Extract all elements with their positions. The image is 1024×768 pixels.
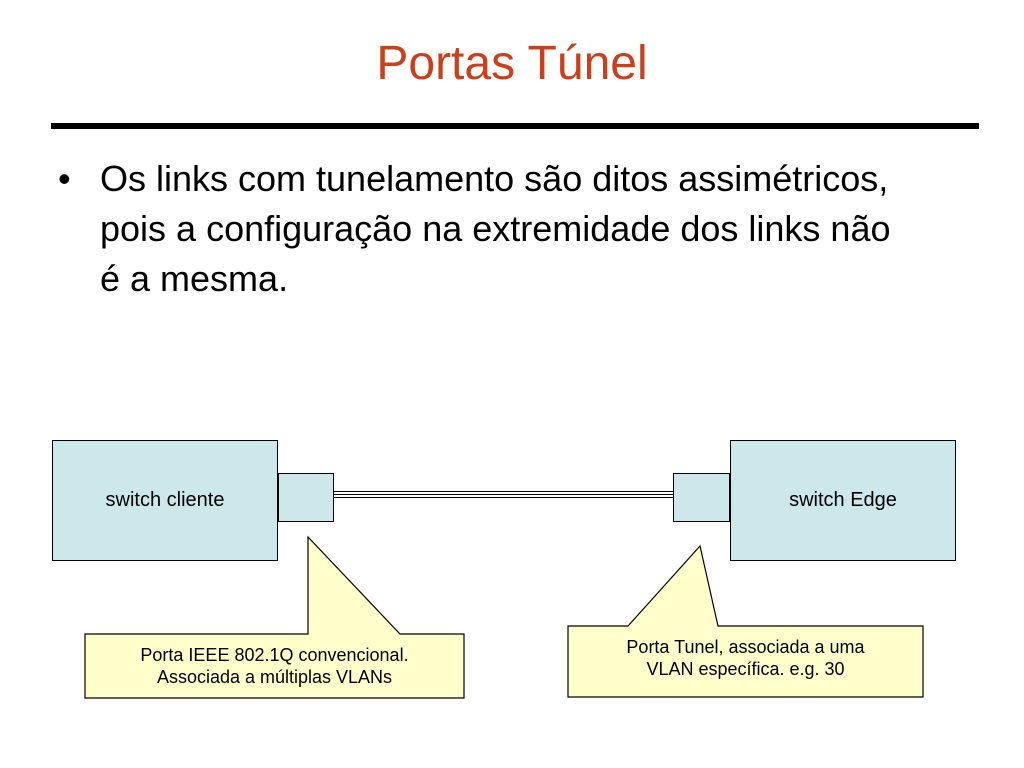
bullet-marker: • — [58, 158, 71, 199]
right-callout-line2: VLAN específica. e.g. 30 — [646, 659, 845, 679]
slide-title: Portas Túnel — [376, 37, 648, 90]
right-callout-line1: Porta Tunel, associada a uma — [626, 637, 865, 657]
switch-edge-port — [673, 473, 730, 522]
left-callout-line1: Porta IEEE 802.1Q convencional. — [140, 645, 409, 665]
trunk-link-line — [334, 491, 673, 498]
switch-edge-box: switch Edge — [730, 440, 956, 561]
right-callout-text: Porta Tunel, associada a uma VLAN especí… — [568, 636, 923, 680]
left-callout-line2: Associada a múltiplas VLANs — [156, 667, 393, 687]
bullet-text: Os links com tunelamento são ditos assim… — [100, 158, 891, 299]
left-callout-shape — [84, 535, 465, 699]
switch-edge-label: switch Edge — [789, 489, 897, 511]
switch-cliente-box: switch cliente — [52, 440, 278, 561]
switch-cliente-label: switch cliente — [105, 489, 225, 511]
title-underline — [51, 123, 979, 129]
right-callout-shape — [567, 544, 924, 698]
left-callout-text: Porta IEEE 802.1Q convencional. Associad… — [85, 644, 464, 688]
switch-cliente-port — [278, 473, 334, 522]
